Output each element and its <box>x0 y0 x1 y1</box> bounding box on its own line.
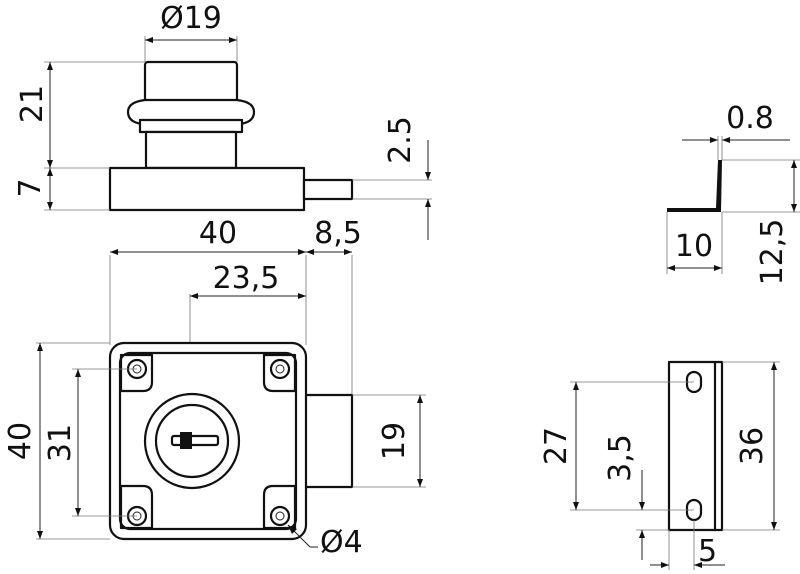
strike-side-view: 0.8 10 12,5 <box>666 101 800 286</box>
dim-knob-height: 21 <box>15 85 50 123</box>
lock-body-inner <box>118 351 298 531</box>
knob-neck <box>144 130 238 170</box>
dim-strike-hole-inset: 5 <box>698 534 717 569</box>
lock-body-side <box>108 166 306 212</box>
strike-front-view: 27 3,5 36 5 <box>539 360 780 570</box>
mount-hole-br <box>269 505 291 527</box>
mount-tab-br <box>262 484 297 530</box>
dim-body-height: 40 <box>3 422 38 460</box>
dim-body-width: 40 <box>199 216 237 251</box>
keyway <box>170 434 220 447</box>
strike-plate <box>667 360 724 532</box>
bolt-side <box>302 178 354 201</box>
side-view: Ø19 21 7 2.5 <box>13 1 432 240</box>
dim-bolt-thickness: 2.5 <box>383 116 418 164</box>
dim-hole-diameter: Ø4 <box>320 525 363 560</box>
knob-shape <box>143 60 239 104</box>
dim-strike-leg-height: 12,5 <box>755 219 790 286</box>
dim-body-thickness: 7 <box>13 178 48 197</box>
dim-hole-spacing: 31 <box>43 424 78 462</box>
dim-backset: 23,5 <box>213 261 280 296</box>
strike-angle-shape <box>667 160 722 212</box>
dim-strike-hole-offset: 3,5 <box>603 434 638 482</box>
mount-tab-bl <box>119 484 154 530</box>
mount-tab-tr <box>262 353 297 393</box>
cylinder-inner <box>154 403 230 479</box>
dim-knob-diameter: Ø19 <box>160 1 222 36</box>
dim-bolt-height: 19 <box>377 422 412 460</box>
dim-strike-thickness: 0.8 <box>726 101 774 136</box>
keyway-notch <box>180 432 192 449</box>
front-view: 40 8,5 23,5 40 <box>3 216 426 560</box>
dim-strike-leg-width: 10 <box>675 229 713 264</box>
knob-ring <box>138 118 244 134</box>
mount-tab-tl <box>119 353 154 393</box>
mount-hole-tr <box>269 358 291 380</box>
cylinder-outer <box>143 392 241 490</box>
dim-strike-hole-spacing: 27 <box>539 427 574 465</box>
dim-bolt-projection: 8,5 <box>314 216 362 251</box>
dim-strike-length: 36 <box>735 427 770 465</box>
